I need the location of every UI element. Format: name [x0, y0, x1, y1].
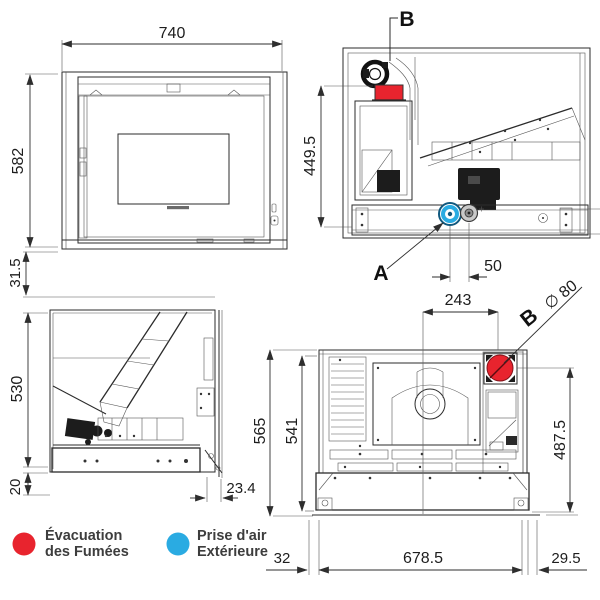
legend-item-air: Prise d'air Extérieure: [166, 528, 268, 560]
door-glass: [117, 133, 230, 205]
flue-offset-dim: 243: [445, 292, 472, 309]
legend-item-smoke: Évacuation des Fumées: [12, 527, 129, 560]
legend: Évacuation des Fumées Prise d'air Extéri…: [12, 527, 268, 560]
front-width-dim: 740: [159, 25, 186, 42]
side-height-dim: 530: [9, 376, 26, 403]
front-view: 740 582 31.5: [7, 25, 288, 298]
rear-width-dim: 678.5: [403, 550, 443, 567]
flue-connector-knob: [459, 203, 484, 223]
vent-grille: [328, 356, 367, 442]
smoke-evacuation-dot-icon: [12, 532, 36, 556]
flue-outlet-label: B: [399, 8, 414, 31]
right-offset-dim: 29.5: [551, 550, 580, 567]
smoke-fan-icon: [360, 59, 390, 89]
front-offset-dim: 31.5: [7, 258, 24, 287]
rear-flue-label: B: [516, 304, 542, 331]
section-height-dim: 449.5: [302, 136, 319, 176]
brand-mark: [167, 206, 189, 210]
side-section-view: B: [302, 8, 600, 285]
smoke-legend-line1: Évacuation: [45, 527, 122, 544]
air-intake-port: [438, 202, 462, 226]
left-offset-dim: 32: [274, 550, 291, 567]
air-legend-line2: Extérieure: [197, 544, 268, 560]
air-intake-dot-icon: [166, 532, 190, 556]
body-height-dim: 541: [284, 418, 301, 445]
smoke-legend-line2: des Fumées: [45, 544, 129, 560]
air-intake-label: A: [373, 262, 388, 285]
smoke-evacuation-port: [374, 84, 404, 101]
front-height-dim: 582: [10, 148, 27, 175]
flue-height-dim: 487.5: [552, 420, 569, 460]
rear-offset-dim: 23.4: [226, 480, 255, 497]
port-spacing-dim: 50: [484, 258, 502, 275]
rear-view: 243 B ∅ 80 565 541 487.5 32 678.5 29.5: [252, 277, 587, 575]
plinth-height-dim: 20: [7, 479, 24, 496]
air-legend-line1: Prise d'air: [197, 528, 267, 544]
smoke-outlet-fan: [483, 352, 518, 385]
overall-height-dim: 565: [252, 418, 269, 445]
side-view: 530 20 23.4: [7, 309, 256, 502]
